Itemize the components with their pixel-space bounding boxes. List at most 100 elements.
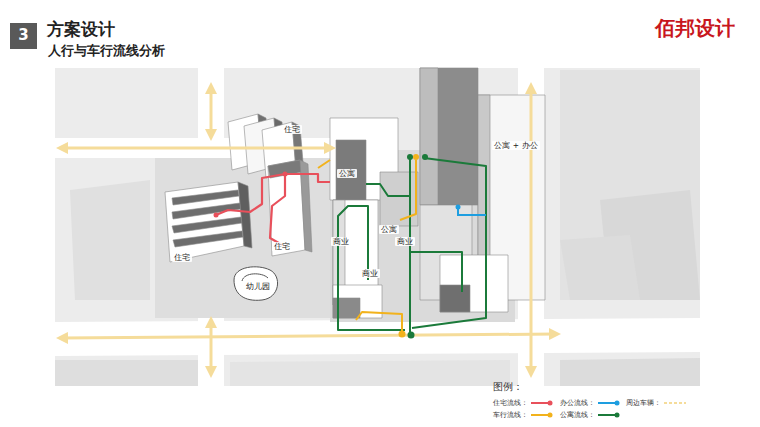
residential-flow-line: [270, 174, 330, 246]
legend-swatch-dot: [615, 413, 620, 418]
building-label-box: 住宅: [172, 253, 192, 262]
residential-building: [238, 182, 252, 248]
apartment-flow-line: [338, 154, 486, 339]
apartment-flow-line: [407, 154, 413, 160]
legend-swatch: [530, 400, 554, 406]
legend-swatch-line: [598, 402, 617, 404]
office-flow-line: [456, 205, 487, 216]
city-ground: [560, 235, 640, 300]
legend-text: 车行流线：: [493, 410, 528, 420]
building-label-box: 幼儿园: [244, 282, 272, 291]
apartment-flow-line: [422, 154, 428, 160]
apartment-commercial-building: [336, 140, 366, 200]
building-label-box: 商业: [331, 237, 351, 246]
building-label: 公寓: [381, 225, 397, 234]
building-label-box: 商业: [395, 237, 415, 246]
legend-entry: 车行流线：: [493, 410, 554, 420]
city-ground: [560, 70, 700, 300]
building-label: 商业: [362, 269, 378, 278]
residential-building: [172, 217, 242, 233]
vehicle-flow-line: [400, 160, 416, 220]
vehicle-flow-line: [399, 331, 406, 338]
residential-building: [165, 182, 244, 262]
residential-flow-line: [283, 172, 288, 177]
building-label-box: 商业: [360, 269, 380, 278]
apartment-flow-line: [412, 158, 486, 328]
road: [55, 318, 700, 356]
building-label: 住宅: [174, 253, 190, 262]
building-label-box: 公寓: [337, 169, 357, 178]
legend-swatch-dot: [615, 401, 620, 406]
surrounding-traffic-arrow: [530, 88, 533, 372]
legend-text: 办公流线：: [560, 398, 595, 408]
vehicle-flow-line: [318, 160, 330, 168]
office-flow-line: [456, 205, 461, 210]
residential-flow-line: [214, 172, 331, 247]
vehicle-flow-line: [356, 312, 402, 333]
residential-building: [172, 190, 239, 205]
city-ground: [55, 68, 700, 386]
legend-swatch: [597, 412, 621, 418]
legend-swatch-dot: [548, 401, 553, 406]
apartment-commercial-building: [440, 255, 508, 312]
legend-swatch-line: [598, 414, 617, 416]
surrounding-traffic-arrow: [62, 147, 330, 150]
residential-building: [165, 114, 312, 262]
building-label: 商业: [397, 237, 413, 246]
site-plate: [155, 158, 330, 318]
city-ground: [230, 360, 510, 386]
legend-entry: 住宅流线：: [493, 398, 554, 408]
building-label: 公寓: [339, 169, 355, 178]
apartment-commercial-building: [330, 68, 545, 318]
legend-swatch: [530, 412, 554, 418]
legend-text: 住宅流线：: [493, 398, 528, 408]
residential-flow-line: [214, 213, 219, 218]
legend-text: 公寓流线：: [560, 410, 595, 420]
building-label: 商业: [333, 237, 349, 246]
legend-heading: 图例：: [493, 381, 523, 393]
vehicle-flow-line: [413, 154, 419, 160]
surrounding-traffic-arrow: [210, 322, 213, 372]
legend-swatch-line: [664, 402, 686, 404]
building-label-box: 住宅: [282, 125, 302, 134]
city-ground: [55, 360, 200, 386]
kindergarten-building: [234, 267, 278, 300]
apartment-flow-line: [410, 252, 462, 292]
vehicle-flow-line: [318, 154, 419, 338]
building-label: 幼儿园: [246, 282, 270, 291]
city-ground: [55, 68, 700, 386]
city-ground: [70, 180, 150, 300]
building-label: 住宅: [284, 125, 300, 134]
legend-swatch-dot: [548, 413, 553, 418]
residential-building: [173, 231, 243, 247]
kindergarten-building: [234, 267, 278, 300]
section-number: 3: [10, 27, 37, 44]
building-label-box: 公寓: [379, 225, 399, 234]
building-label-box: 住宅: [272, 242, 292, 251]
residential-flow-line: [216, 174, 285, 215]
legend-swatch-line: [531, 402, 550, 404]
legend-swatch-line: [531, 414, 550, 416]
legend-swatch: [663, 400, 687, 406]
road: [55, 68, 700, 386]
apartment-commercial-building: [440, 285, 470, 312]
surrounding-traffic-arrow: [62, 334, 555, 338]
legend-entry: 办公流线：: [560, 398, 621, 408]
kindergarten-building: [242, 274, 268, 281]
apartment-commercial-building: [420, 68, 478, 205]
apartment-commercial-building: [380, 172, 418, 226]
legend-entry: 公寓流线：: [560, 410, 621, 420]
building-label: 公寓 + 办公: [494, 141, 537, 150]
company-logo: 佰邦设计: [655, 17, 735, 40]
apartment-commercial-building: [420, 68, 438, 205]
city-ground: [560, 358, 700, 386]
section-number-box: [10, 23, 37, 49]
legend-swatch: [597, 400, 621, 406]
legend-entry: 周边车辆：: [626, 398, 687, 408]
apartment-flow-line: [366, 184, 410, 196]
legend-text: 周边车辆：: [626, 398, 661, 408]
apartment-flow-line: [408, 332, 415, 339]
